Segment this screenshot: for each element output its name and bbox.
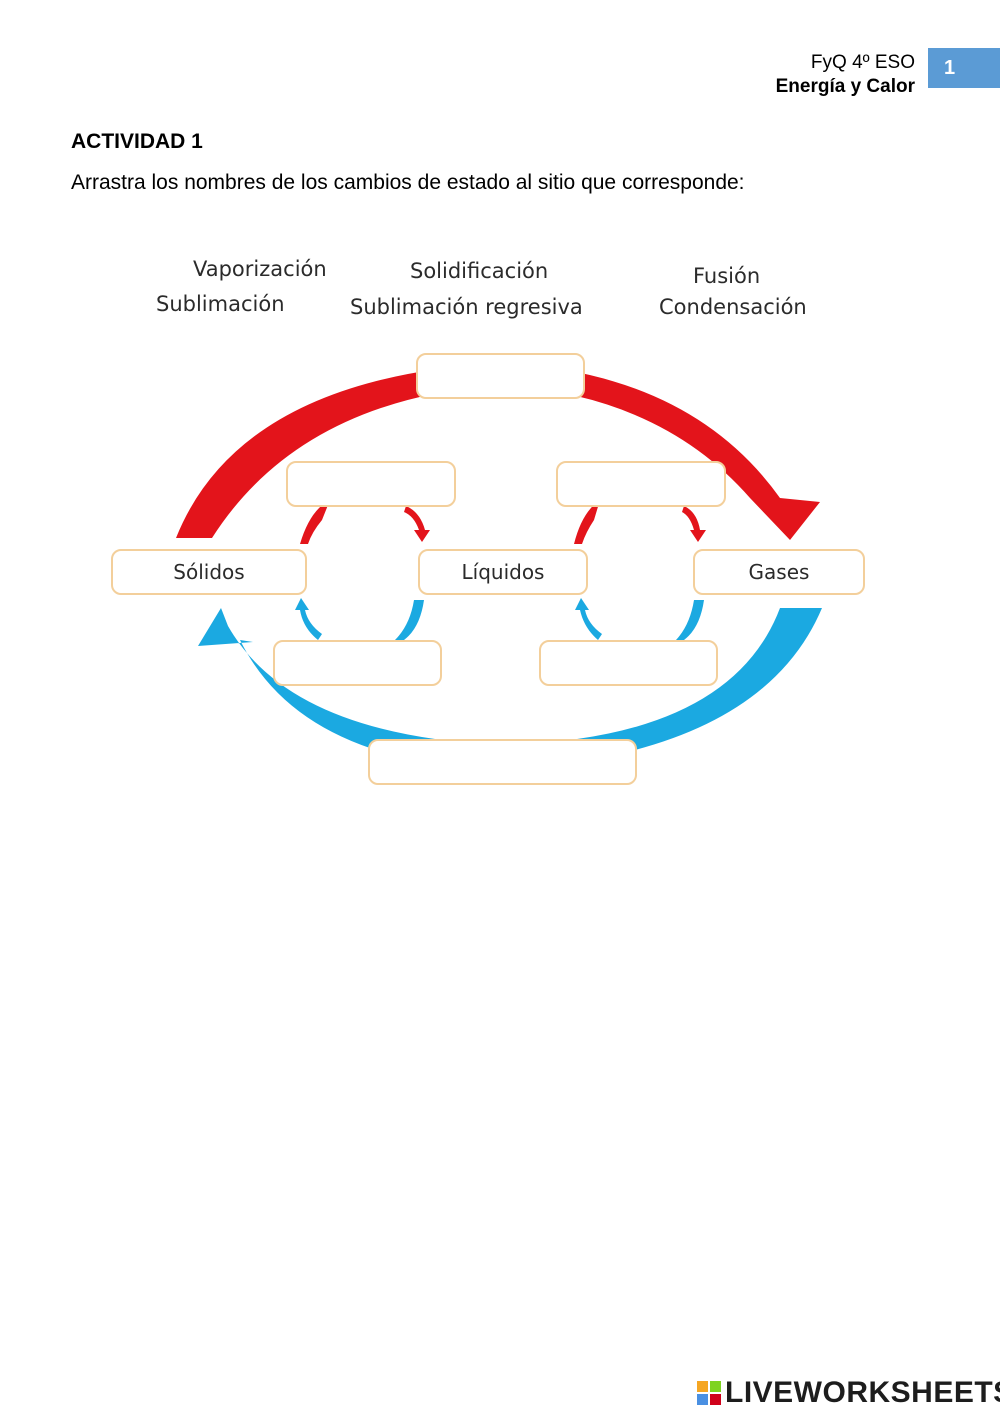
freezing-arrow-right — [395, 600, 424, 640]
word-fusion[interactable]: Fusión — [693, 264, 761, 288]
page-number-badge: 1 — [928, 48, 1000, 88]
drop-zone-upper-right[interactable] — [556, 461, 726, 507]
liveworksheets-logo: LIVEWORKSHEETS — [697, 1376, 1000, 1410]
state-box-solids: Sólidos — [111, 549, 307, 595]
melting-arrow-right — [404, 506, 430, 542]
state-box-gases: Gases — [693, 549, 865, 595]
header-topic: Energía y Calor — [775, 76, 915, 97]
activity-title: ACTIVIDAD 1 — [71, 130, 203, 153]
condensation-arrow-right — [676, 600, 704, 640]
state-box-liquids: Líquidos — [418, 549, 588, 595]
drop-zone-top[interactable] — [416, 353, 585, 399]
vaporization-arrow-right — [682, 506, 706, 542]
word-vaporizacion[interactable]: Vaporización — [193, 257, 327, 281]
logo-icon — [697, 1381, 721, 1405]
word-sublimacion-regresiva[interactable]: Sublimación regresiva — [350, 295, 583, 319]
word-sublimacion[interactable]: Sublimación — [156, 292, 285, 316]
header-subject: FyQ 4º ESO — [810, 52, 915, 73]
sublimation-arrow — [176, 363, 820, 540]
word-solidificacion[interactable]: Solidificación — [410, 259, 549, 283]
melting-arrow-left — [300, 500, 330, 544]
deposition-arrow — [198, 608, 822, 770]
state-change-diagram — [176, 363, 822, 770]
vaporization-arrow-left — [574, 500, 600, 544]
drop-zone-lower-left[interactable] — [273, 640, 442, 686]
drop-zone-lower-right[interactable] — [539, 640, 718, 686]
drop-zone-upper-left[interactable] — [286, 461, 456, 507]
drop-zone-bottom[interactable] — [368, 739, 637, 785]
activity-instruction: Arrastra los nombres de los cambios de e… — [71, 171, 745, 194]
condensation-arrow-left — [575, 598, 602, 640]
freezing-arrow-left — [295, 598, 322, 640]
word-condensacion[interactable]: Condensación — [659, 295, 807, 319]
logo-text: LIVEWORKSHEETS — [725, 1376, 1000, 1409]
